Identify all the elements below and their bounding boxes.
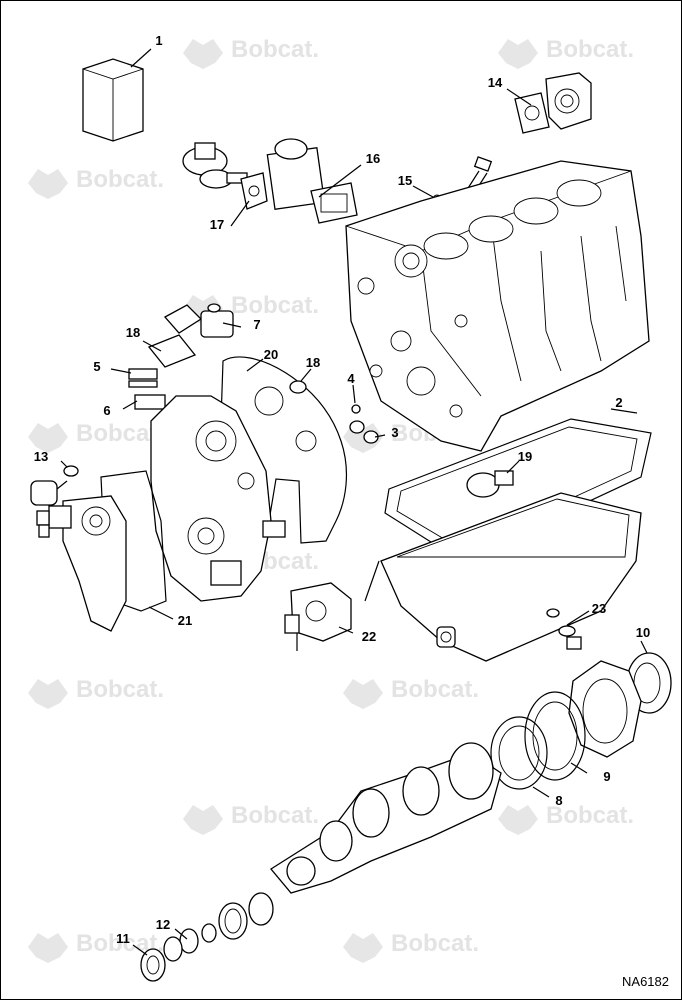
- watermark-text: Bobcat.: [231, 36, 319, 63]
- bobcat-logo-icon: [28, 169, 68, 199]
- callout-label: 3: [391, 425, 398, 440]
- part-water-pump: [48, 470, 167, 632]
- part-oil-pan: [380, 492, 642, 662]
- watermark-text: Bobcat.: [391, 930, 479, 957]
- callout-label: 19: [518, 449, 532, 464]
- callout-labels: 1 14 16 15 17 7 18 5 6 20 18 4 3 2 19 13 23 10 21 22 9 8 12 11: [34, 33, 650, 946]
- bobcat-watermark: Bobcat.: [183, 802, 319, 835]
- callout-label: 23: [592, 601, 606, 616]
- callout-label: 13: [34, 449, 48, 464]
- callout-label: 6: [103, 403, 110, 418]
- reference-code: NA6182: [622, 974, 669, 989]
- watermark-text: Bobcat.: [546, 802, 634, 829]
- callout-label: 21: [178, 613, 192, 628]
- part-oil-pump: [284, 582, 352, 651]
- part-cover-plates: [128, 303, 234, 410]
- bobcat-logo-icon: [343, 933, 383, 963]
- part-o-rings: [289, 380, 379, 444]
- watermark-text: Bobcat.: [76, 420, 164, 447]
- callout-label: 9: [603, 769, 610, 784]
- callout-label: 1: [155, 33, 162, 48]
- callout-label: 4: [347, 371, 355, 386]
- part-crankshaft: [270, 742, 502, 894]
- bobcat-logo-icon: [498, 805, 538, 835]
- callout-label: 18: [126, 325, 140, 340]
- bobcat-logo-icon: [343, 679, 383, 709]
- callout-label: 7: [253, 317, 260, 332]
- part-sensor: [30, 465, 79, 538]
- watermark-text: Bobcat.: [76, 166, 164, 193]
- watermark-text: Bobcat.: [231, 292, 319, 319]
- part-flange: [514, 72, 592, 134]
- bobcat-watermark: Bobcat.: [28, 166, 164, 199]
- callout-label: 5: [93, 359, 100, 374]
- bobcat-watermark: Bobcat.: [498, 802, 634, 835]
- part-seal-retainer: [568, 660, 642, 758]
- bobcat-logo-icon: [28, 679, 68, 709]
- callout-label: 14: [488, 75, 503, 90]
- callout-label: 18: [306, 355, 320, 370]
- bobcat-logo-icon: [498, 39, 538, 69]
- part-front-gasket: [220, 356, 348, 544]
- callout-label: 16: [366, 151, 380, 166]
- callout-label: 17: [210, 217, 224, 232]
- callout-label: 11: [116, 931, 130, 946]
- part-drain-plug: [546, 608, 582, 650]
- bobcat-watermark: Bobcat.: [343, 676, 479, 709]
- part-kit-box: [82, 58, 144, 142]
- bobcat-watermark: Bobcat.: [183, 36, 319, 69]
- part-pan-gasket: [384, 418, 652, 562]
- callout-label: 8: [555, 793, 562, 808]
- callout-label: 20: [264, 347, 278, 362]
- callout-label: 12: [156, 917, 170, 932]
- bobcat-logo-icon: [28, 933, 68, 963]
- watermark-text: Bobcat.: [231, 802, 319, 829]
- callout-label: 2: [615, 395, 622, 410]
- bobcat-logo-icon: [183, 805, 223, 835]
- part-crank-gear-set: [140, 892, 274, 982]
- bobcat-watermark: Bobcat.: [28, 420, 164, 453]
- leader-lines: [60, 48, 648, 956]
- callout-label: 22: [362, 629, 376, 644]
- bobcat-watermark: Bobcat.: [28, 676, 164, 709]
- bobcat-logo-icon: [28, 423, 68, 453]
- callout-label: 15: [398, 173, 412, 188]
- watermark-text: Bobcat.: [546, 36, 634, 63]
- part-gear-case: [150, 395, 286, 602]
- bobcat-watermark: Bobcat.: [343, 930, 479, 963]
- watermark-layer: Bobcat. Bobcat. Bobcat. Bobcat. Bobcat. Bobca…: [28, 36, 634, 963]
- part-oil-strainer: [466, 470, 514, 498]
- callout-label: 10: [636, 625, 650, 640]
- bobcat-watermark: Bobcat.: [498, 36, 634, 69]
- watermark-text: Bobcat.: [76, 676, 164, 703]
- watermark-text: Bobcat.: [391, 676, 479, 703]
- part-engine-block: [345, 160, 650, 452]
- part-thermostat-housing: [182, 138, 358, 224]
- part-rear-gaskets: [490, 691, 586, 790]
- bobcat-logo-icon: [183, 39, 223, 69]
